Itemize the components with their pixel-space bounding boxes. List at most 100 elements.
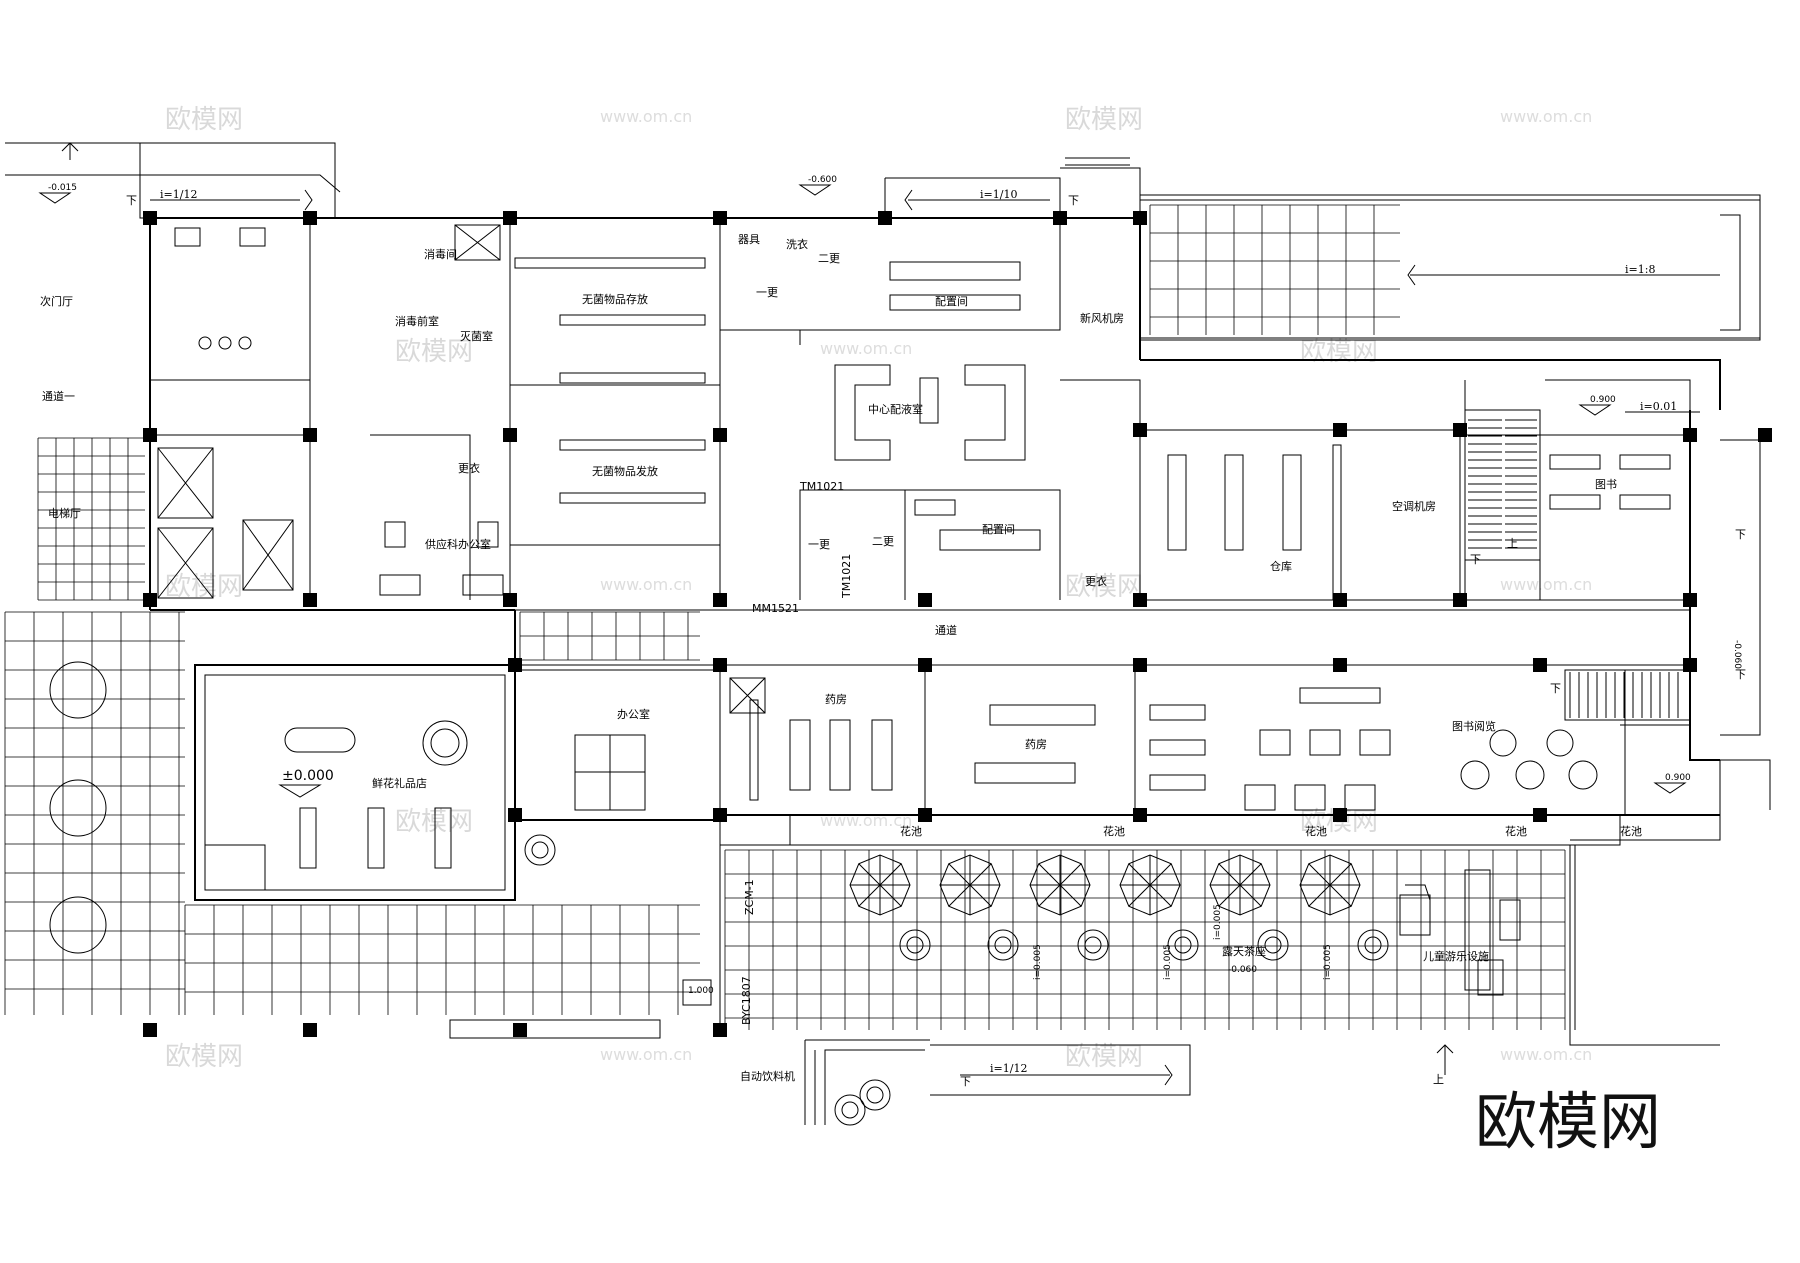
- room-change-dress-b-label: 更衣: [1085, 574, 1107, 588]
- room-secondary-hall-label: 次门厅: [40, 294, 73, 308]
- column: [918, 593, 932, 607]
- ramp-right-label: i=0.01: [1640, 400, 1677, 413]
- watermark-layer: 欧模网 www.om.cn 欧模网 www.om.cn www.om.cn 欧模…: [165, 105, 1592, 1072]
- door-mark-tm-a: TM1021: [799, 480, 844, 493]
- arrow-up-2: 上: [1433, 1073, 1444, 1086]
- room-pharmacy-b-label: 药房: [1025, 738, 1047, 751]
- ramp-hatch-grid: [1149, 204, 1400, 335]
- umbrella-rib: [1128, 863, 1172, 907]
- tree: [524, 834, 556, 866]
- tree: [1264, 936, 1282, 954]
- arrow-down-5: 下: [1550, 682, 1561, 695]
- room-sterile-store-label: 无菌物品存放: [582, 292, 648, 306]
- slope-005c: i=0.005: [1213, 904, 1223, 940]
- room-change-dress-label: 更衣: [458, 461, 480, 475]
- tree: [866, 1086, 884, 1104]
- column: [1453, 593, 1467, 607]
- direction-arrows: 下 下 下 下 下 下 下 上 上: [61, 142, 1746, 1088]
- watermark-brand: 欧模网: [165, 105, 243, 135]
- plaza-paving: [4, 204, 1566, 1030]
- door-mark-byc: BYC1807: [740, 976, 753, 1025]
- column: [143, 593, 157, 607]
- column: [1683, 593, 1697, 607]
- level-000: ±0.000: [282, 768, 334, 784]
- column: [713, 211, 727, 225]
- watermark-url: www.om.cn: [1500, 1045, 1592, 1064]
- arrow-down-6: 下: [960, 1075, 971, 1088]
- room-elevator-hall-label: 电梯厅: [48, 507, 81, 520]
- room-vending-label: 自动饮料机: [740, 1069, 795, 1083]
- room-change-1b-label: 一更: [808, 538, 830, 551]
- column: [1758, 428, 1772, 442]
- umbrella-rib: [1308, 863, 1352, 907]
- column: [503, 211, 517, 225]
- watermark-brand: 欧模网: [1065, 105, 1143, 135]
- column: [1053, 211, 1067, 225]
- room-flower-5-label: 花池: [1620, 825, 1642, 838]
- arrow-down-3: 下: [1735, 528, 1746, 541]
- room-disinfection-label: 消毒间: [424, 247, 457, 261]
- level-neg060: -0.060: [1732, 640, 1742, 669]
- room-outdoor-seat-label: 露天茶座: [1222, 944, 1266, 958]
- tree: [1357, 929, 1389, 961]
- room-disinfect-pre-label: 消毒前室: [395, 314, 439, 328]
- column: [1683, 428, 1697, 442]
- watermark-brand: 欧模网: [1065, 572, 1143, 602]
- room-books-label: 图书: [1595, 478, 1617, 491]
- brand-watermark: 欧模网: [1475, 1085, 1661, 1158]
- door-mark-mm: MM1521: [752, 602, 799, 615]
- column: [143, 1023, 157, 1037]
- slope-005d: i=0.005: [1323, 944, 1333, 980]
- column: [513, 1023, 527, 1037]
- room-tools-label: 器具: [738, 233, 760, 246]
- column: [503, 428, 517, 442]
- room-flower-1-label: 花池: [900, 825, 922, 838]
- planting-trees: [524, 834, 1389, 1126]
- room-flower-3-label: 花池: [1305, 825, 1327, 838]
- level-marks: -0.015 -0.600 0.900 0.900 -0.060 ±0.000 …: [38, 175, 1742, 1006]
- room-ac-label: 空调机房: [1392, 499, 1436, 513]
- column: [713, 658, 727, 672]
- room-flower-4-label: 花池: [1505, 825, 1527, 838]
- column: [303, 593, 317, 607]
- arrow-down-2: 下: [1068, 194, 1079, 207]
- column: [1533, 658, 1547, 672]
- plaza-grid-left: [4, 611, 700, 1015]
- ramp-top-mid-label: i=1/10: [980, 188, 1017, 201]
- column: [143, 428, 157, 442]
- column: [1133, 808, 1147, 822]
- column: [918, 658, 932, 672]
- watermark-url: www.om.cn: [600, 575, 692, 594]
- column: [1333, 423, 1347, 437]
- level-900b: 0.900: [1665, 773, 1691, 783]
- tree: [1084, 936, 1102, 954]
- watermark-url: www.om.cn: [820, 811, 912, 830]
- level-1000: 1.000: [688, 986, 714, 996]
- tree: [1174, 936, 1192, 954]
- column: [503, 593, 517, 607]
- level-neg600: -0.600: [808, 175, 837, 185]
- room-change-2b-label: 二更: [872, 535, 894, 548]
- column: [1533, 808, 1547, 822]
- slope-005a: i=0.005: [1033, 944, 1043, 980]
- column: [303, 428, 317, 442]
- arrow-down-7: 下: [1470, 553, 1481, 566]
- elevator-hall-grid: [37, 437, 145, 601]
- level-neg015: -0.015: [48, 183, 77, 193]
- column: [713, 428, 727, 442]
- column: [1133, 423, 1147, 437]
- room-central-prep-label: 中心配液室: [868, 402, 923, 416]
- watermark-brand: 欧模网: [395, 337, 473, 367]
- room-wash-label: 洗衣: [786, 237, 808, 251]
- room-library-label: 图书阅览: [1452, 719, 1496, 733]
- column: [1453, 423, 1467, 437]
- column: [1333, 658, 1347, 672]
- column: [1133, 593, 1147, 607]
- structural-columns: [143, 211, 1772, 1037]
- watermark-brand: 欧模网: [1300, 337, 1378, 367]
- room-florist-label: 鲜花礼品店: [372, 776, 427, 790]
- room-supply-office-label: 供应科办公室: [425, 537, 491, 551]
- column: [713, 808, 727, 822]
- room-prep-a-label: 配置间: [935, 295, 968, 308]
